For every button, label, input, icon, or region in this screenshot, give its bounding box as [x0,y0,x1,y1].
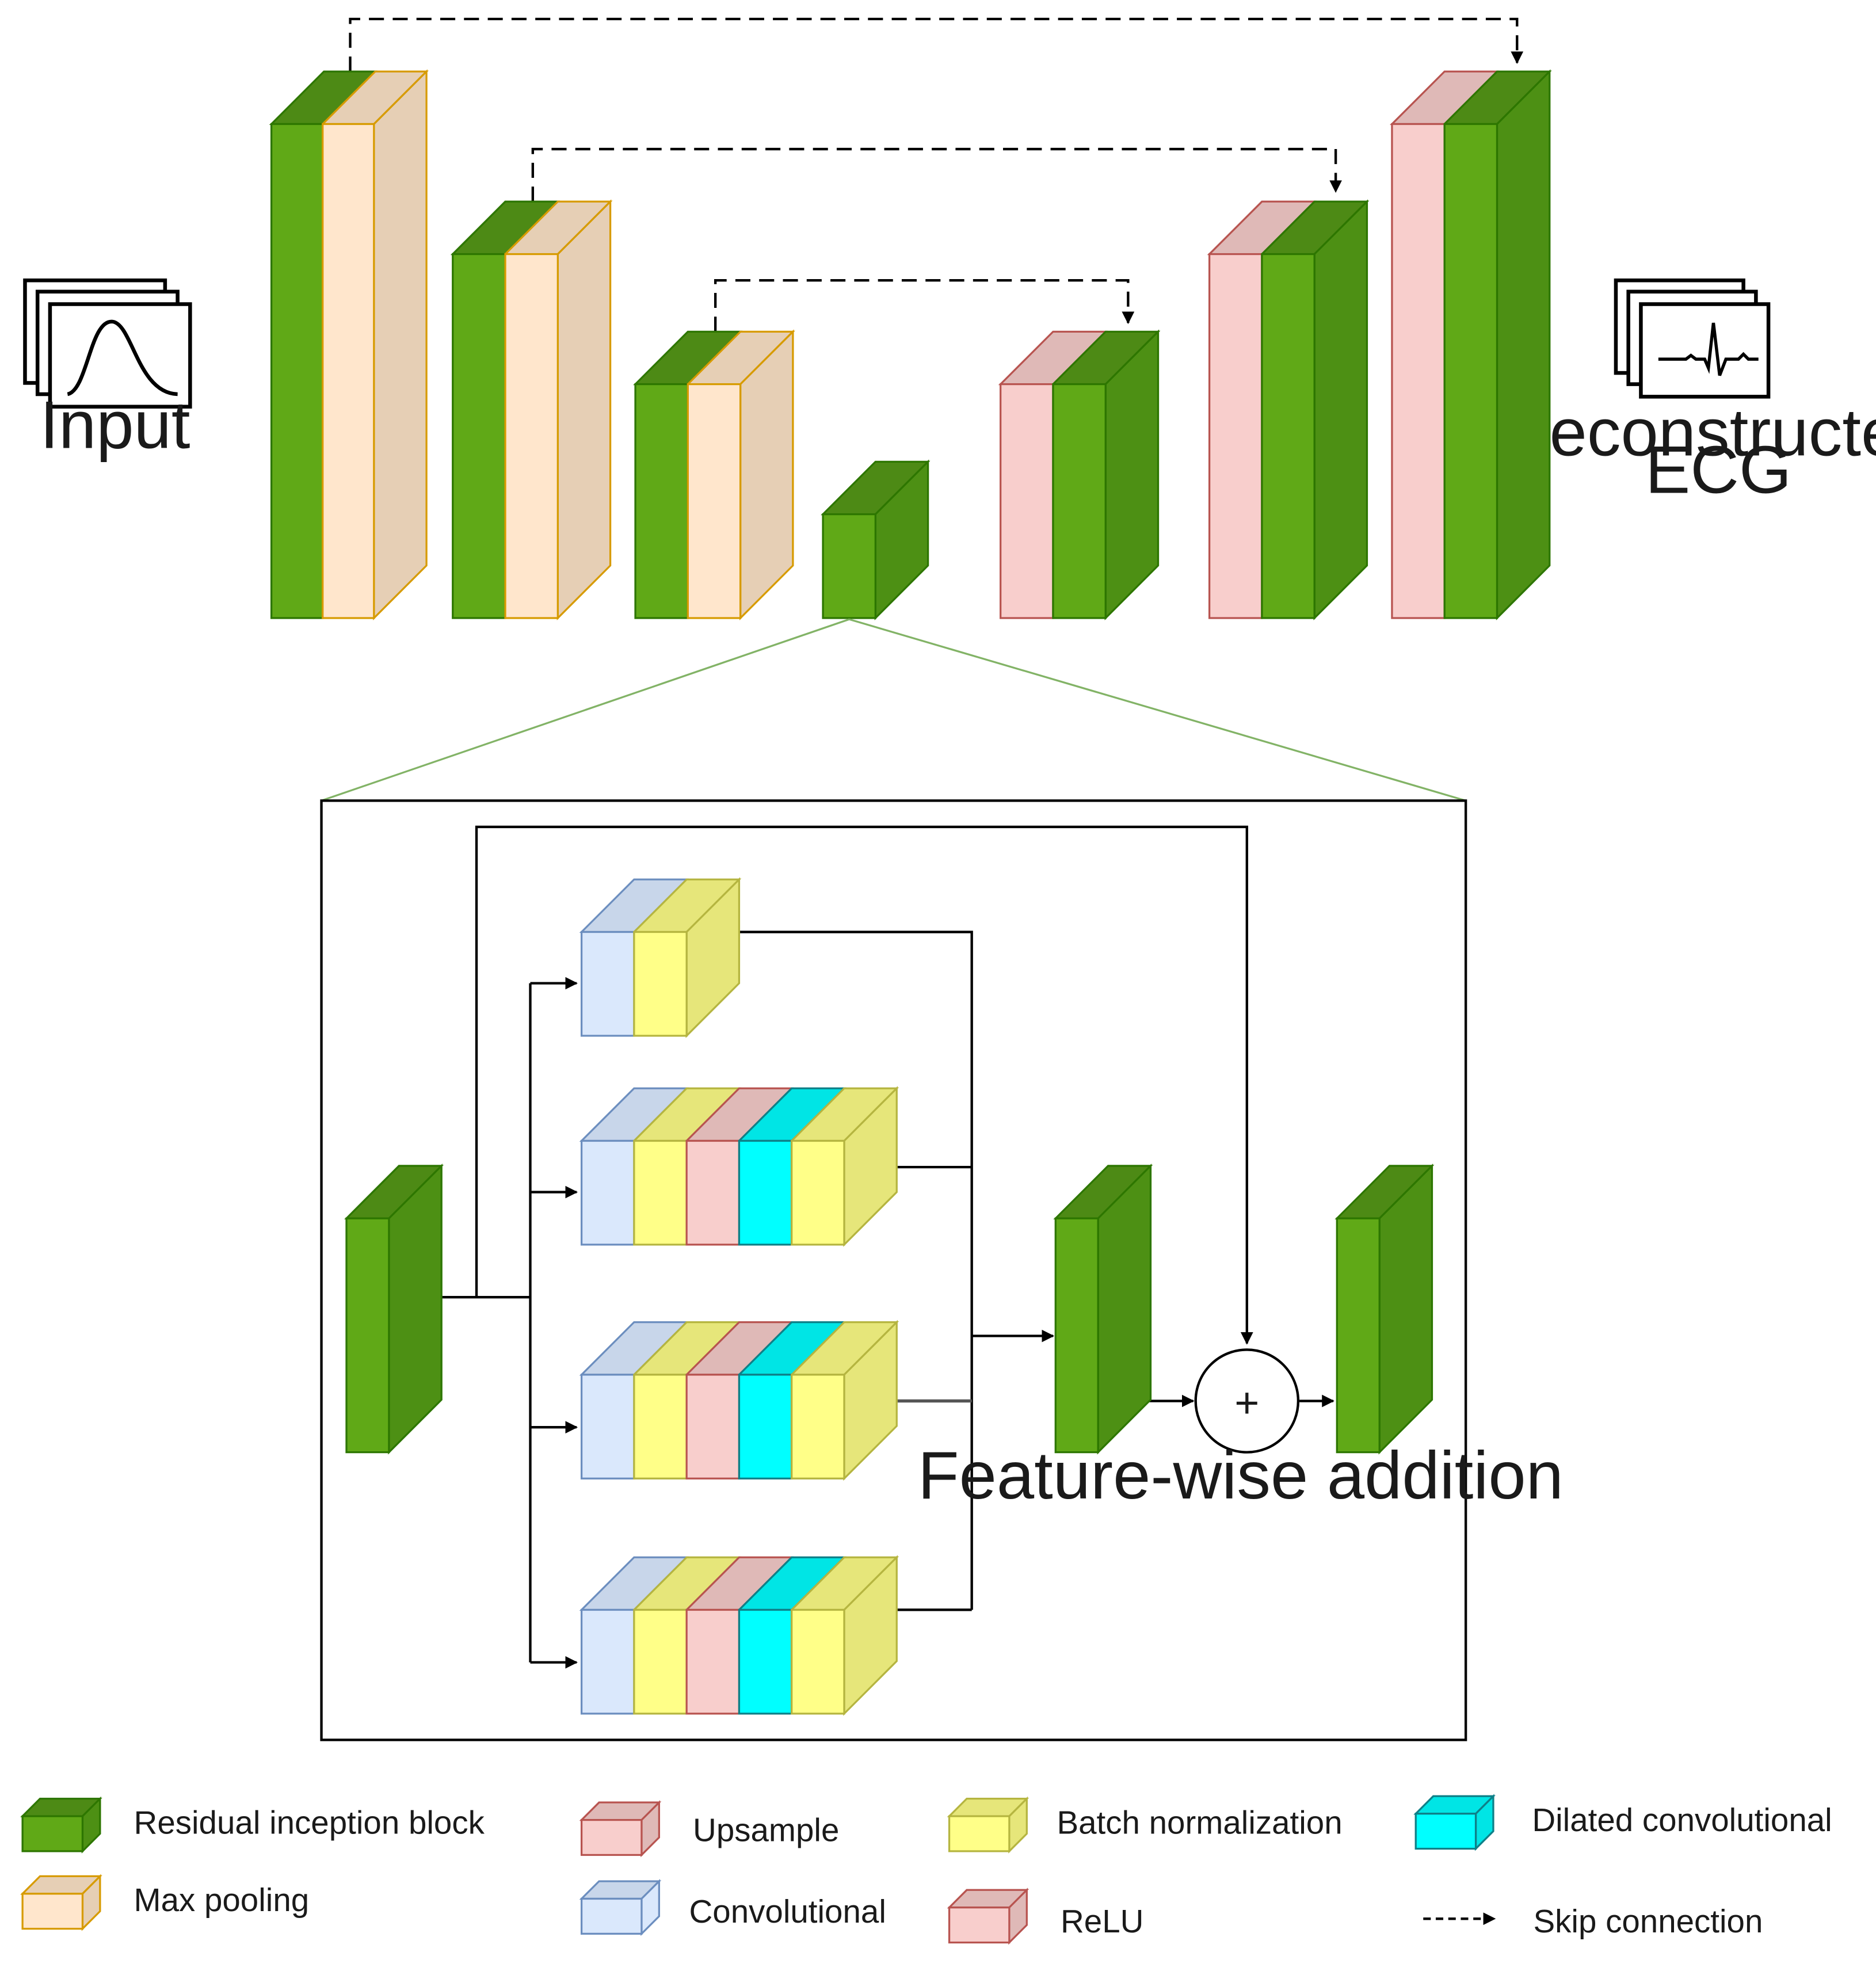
decoder-block-2-layer-upsample [1208,253,1263,619]
branch-1 [579,877,742,1038]
encoder-block-1 [269,69,429,620]
detail-output-block-layer-residual [1336,1217,1381,1454]
legend-upsample-label: Upsample [693,1812,839,1848]
branch-4-layer-relu [685,1608,741,1715]
legend-dilated-label: Dilated convolutional [1532,1802,1832,1838]
legend-dilated-icon [1413,1794,1496,1851]
legend-relu-label: ReLU [1061,1903,1143,1939]
detail-concat-block [1053,1164,1153,1455]
decoder-block-3-layer-residual [1443,123,1498,619]
residual-block-detail-panel [320,799,1467,1741]
decoder-block-2 [1207,199,1370,620]
skip-connection-3 [714,279,1135,332]
legend-conv-label: Convolutional [689,1893,886,1930]
legend-residual-icon-layer-residual [21,1815,84,1852]
legend-maxpool-icon-layer-maxpool [21,1893,84,1930]
identity-path [475,825,1253,1345]
decoder-block-3 [1389,69,1552,620]
branch-4-layer-bn [791,1608,845,1715]
branch-3-layer-bn [633,1374,688,1480]
decoder-block-2-layer-residual [1261,253,1316,619]
legend-maxpool-icon [20,1874,102,1931]
bottleneck-block-layer-residual [822,513,876,619]
detail-output-block [1334,1164,1435,1455]
input-signal-icon [23,278,192,409]
decoder-block-3-side [1496,69,1551,620]
branch-2-layer-dilated [738,1139,793,1246]
branch-1-layer-bn [633,931,688,1037]
branch-2-layer-conv [580,1139,635,1246]
decoder-block-1-layer-residual [1052,383,1107,619]
legend-conv-icon-layer-conv [580,1897,643,1935]
branch-3-layer-relu [685,1374,741,1480]
branch-3-layer-conv [580,1374,635,1480]
branch-4 [579,1555,899,1716]
encoder-block-3 [633,329,795,620]
decoder-block-3-layer-upsample [1391,123,1446,619]
legend-upsample-icon-layer-upsample [580,1818,643,1856]
skip-connection-2 [531,147,1342,202]
input-label: Input [40,387,190,462]
detail-input-block [344,1164,444,1455]
legend-residual-icon [20,1796,102,1854]
legend-conv-icon [579,1879,662,1936]
legend-maxpool-label: Max pooling [134,1882,310,1918]
encoder-block-1-layer-maxpool [322,123,375,619]
legend-skip-label: Skip connection [1534,1903,1763,1939]
legend-upsample-icon [579,1800,662,1858]
output-label-line2: ECG [1645,432,1791,508]
encoder-block-1-side [373,69,428,620]
decoder-block-2-side [1313,199,1368,620]
detail-connectors [441,825,1334,1669]
output-label-line1: Reconstructed [1501,394,1876,470]
branch-3-layer-bn [791,1374,845,1480]
decoder-block-1-layer-upsample [1000,383,1054,619]
branch-2-layer-bn [633,1139,688,1246]
encoder-block-1-layer-residual [270,123,324,619]
encoder-block-2 [450,199,613,620]
skip-connections [349,17,1524,332]
encoder-block-2-layer-residual [452,253,506,619]
legend-bn-label: Batch normalization [1057,1805,1342,1841]
branch-1-layer-conv [580,931,635,1037]
addition-node [1194,1348,1300,1454]
plus-sign: + [1234,1379,1259,1427]
legend-relu-icon-layer-upsample [948,1906,1011,1944]
decoder-block-1 [998,329,1161,620]
encoder-decoder [269,69,1552,620]
branch-2-layer-bn [791,1139,845,1246]
feature-wise-label: Feature-wise addition [918,1437,1564,1513]
legend-dilated-icon-layer-dilated [1414,1813,1477,1850]
detail-blocks [344,877,1435,1716]
legend-bn-icon-layer-bn [948,1815,1011,1852]
legend [20,1794,1496,1945]
legend-relu-icon [947,1888,1029,1945]
encoder-block-2-side [556,199,612,620]
branch-3-layer-dilated [738,1374,793,1480]
branch-2-layer-relu [685,1139,741,1246]
zoom-lines [321,618,1466,802]
encoder-block-3-layer-maxpool [687,383,742,619]
legend-bn-icon [947,1796,1029,1854]
branch-4-layer-dilated [738,1608,793,1715]
skip-connection-1 [349,17,1524,72]
branch-2 [579,1086,899,1247]
ecg-signal-icon [1614,278,1771,399]
branch-4-layer-bn [633,1608,688,1715]
detail-input-block-layer-residual [345,1217,390,1454]
encoder-block-2-layer-maxpool [504,253,559,619]
encoder-block-3-layer-residual [634,383,689,619]
branch-3 [579,1320,899,1481]
legend-residual-label: Residual inception block [134,1805,485,1841]
detail-concat-block-layer-residual [1054,1217,1099,1454]
branch-4-layer-conv [580,1608,635,1715]
bottleneck-block [821,459,931,620]
